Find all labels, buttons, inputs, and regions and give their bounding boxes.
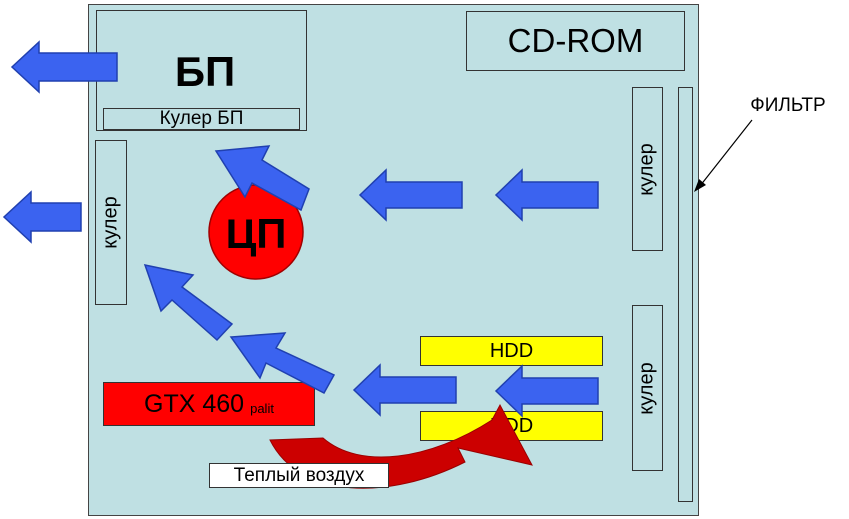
warm-air-box	[209, 463, 389, 488]
left-cooler-box	[95, 140, 127, 305]
arrow-intake-top-left	[358, 168, 463, 222]
filter-label: ФИЛЬТР	[750, 95, 826, 116]
cdrom-label: CD-ROM	[507, 22, 644, 59]
filter-strip	[678, 87, 693, 502]
filter-pointer	[694, 119, 753, 192]
right-top-cooler-box	[632, 87, 663, 251]
gpu-label: GTX 460 palit	[103, 382, 315, 426]
gpu-brand: palit	[250, 400, 274, 416]
arrow-cpu-to-psu	[214, 145, 310, 212]
warm-air-label: Теплый воздух	[233, 464, 365, 486]
psu-cooler-box	[103, 108, 300, 130]
arrow-exhaust-rear	[2, 190, 82, 244]
arrow-exhaust-psu	[10, 40, 118, 94]
gpu-box	[103, 382, 315, 426]
arrow-intake-top-right	[494, 168, 599, 222]
cdrom-box	[466, 11, 685, 71]
psu-cooler-label: Кулер БП	[159, 108, 244, 129]
arrow-hdd-to-gpu	[229, 332, 336, 395]
arrow-intake-bottom-right	[494, 364, 599, 418]
psu-label: БП	[174, 48, 236, 95]
gpu-model: GTX 460	[144, 389, 245, 418]
hdd-top-box	[420, 336, 603, 366]
arrow-intake-bottom-left	[352, 363, 457, 417]
right-bottom-cooler-box	[632, 305, 663, 471]
cpu-label: ЦП	[226, 210, 287, 257]
hdd-top-label: HDD	[489, 339, 534, 362]
arrow-gpu-to-rear	[143, 263, 234, 342]
